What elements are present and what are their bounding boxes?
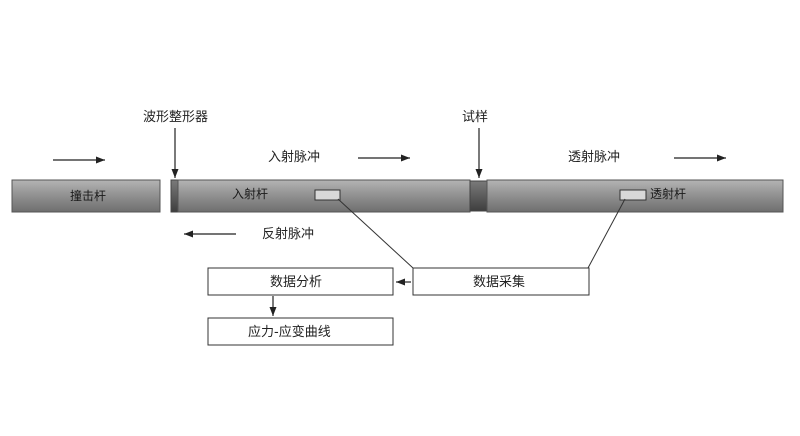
striker-bar: 撞击杆	[11, 179, 161, 213]
specimen-label: 试样	[462, 110, 488, 125]
incident-strain-gauge	[314, 189, 341, 201]
transmission-signal-line	[587, 198, 626, 269]
stress-strain-curve-box: 应力-应变曲线	[207, 317, 394, 346]
data-acquisition-box: 数据采集	[412, 267, 590, 296]
incident-bar-label: 入射杆	[232, 186, 268, 201]
data-analysis-box: 数据分析	[207, 267, 394, 296]
incident-signal-line	[337, 198, 414, 269]
incident-bar: 入射杆	[177, 179, 471, 213]
specimen-block	[469, 180, 489, 212]
striker-bar-label: 撞击杆	[70, 188, 106, 203]
transmission-bar-label: 透射杆	[650, 186, 686, 201]
incident-pulse-label: 入射脉冲	[268, 149, 320, 165]
stress-strain-curve-label: 应力-应变曲线	[248, 324, 331, 340]
pulse-shaper-label: 波形整形器	[143, 110, 208, 125]
transmission-strain-gauge	[619, 189, 647, 201]
data-acquisition-label: 数据采集	[473, 274, 525, 290]
data-analysis-label: 数据分析	[270, 275, 322, 290]
transmitted-pulse-label: 透射脉冲	[568, 149, 620, 165]
reflected-pulse-label: 反射脉冲	[262, 226, 314, 242]
